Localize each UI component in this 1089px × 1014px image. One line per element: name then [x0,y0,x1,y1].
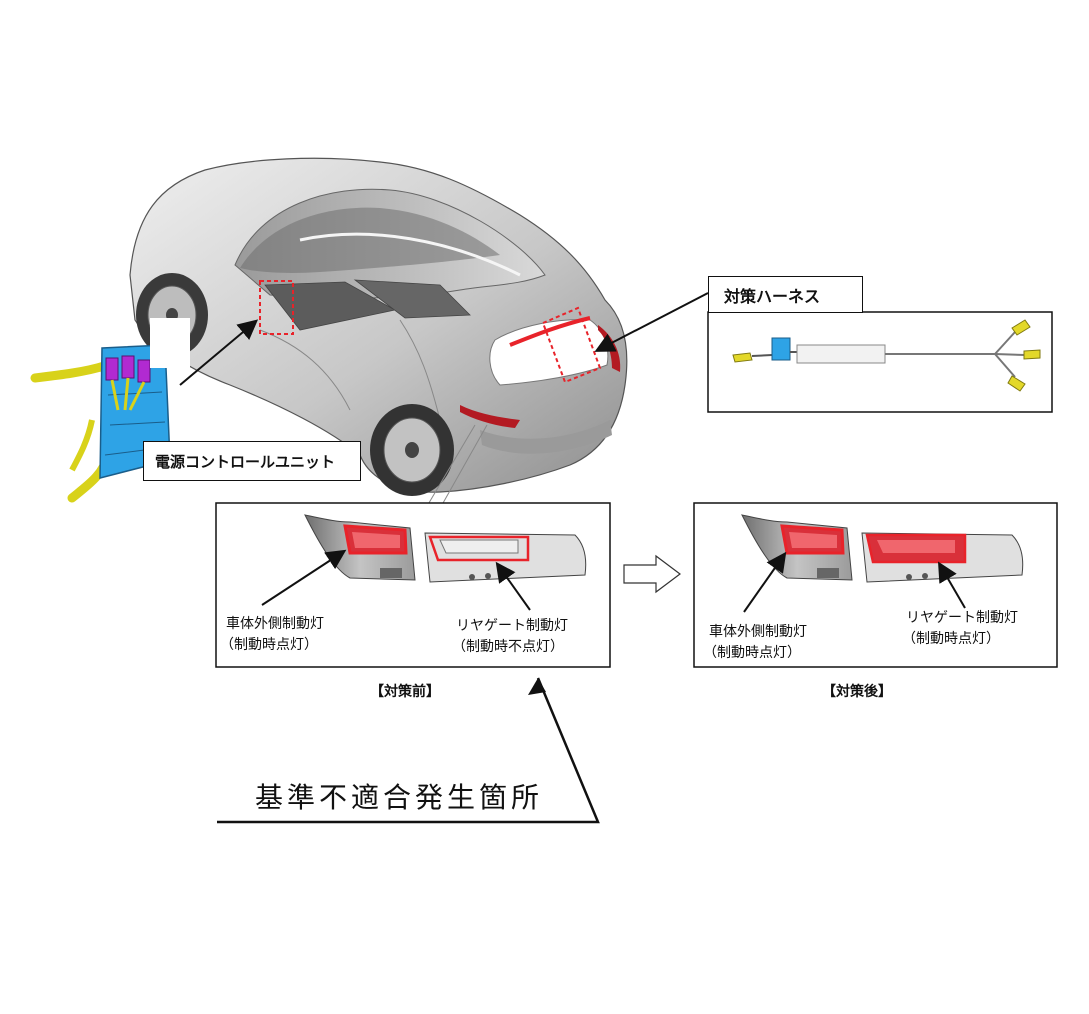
after-panel [693,502,1058,668]
before-body-lamp-state: （制動時点灯） [220,637,318,653]
defect-location-label: 基準不適合発生箇所 [255,781,544,814]
harness-label-box [708,276,863,313]
after-gate-lamp-name: リヤゲート制動灯 [906,610,1018,626]
after-gate-lamp-state: （制動時点灯） [902,631,1000,647]
harness-illustration [707,311,1053,413]
before-panel [215,502,611,668]
power-unit-arrow [179,319,259,386]
before-gate-lamp-name: リヤゲート制動灯 [456,618,568,634]
before-caption: 【対策前】 [370,684,440,700]
after-body-lamp-name: 車体外側制動灯 [709,624,807,640]
transition-arrow [623,554,681,594]
power-unit-label: 電源コントロールユニット [155,453,336,471]
harness-label: 対策ハーネス [724,287,821,306]
before-gate-lamp-state: （制動時不点灯） [452,639,564,655]
after-caption: 【対策後】 [822,684,892,700]
harness-arrow [594,292,709,352]
defect-callout [217,677,600,824]
before-body-lamp-name: 車体外側制動灯 [226,616,324,632]
after-body-lamp-state: （制動時点灯） [703,645,801,661]
power-unit-label-box [143,441,361,481]
